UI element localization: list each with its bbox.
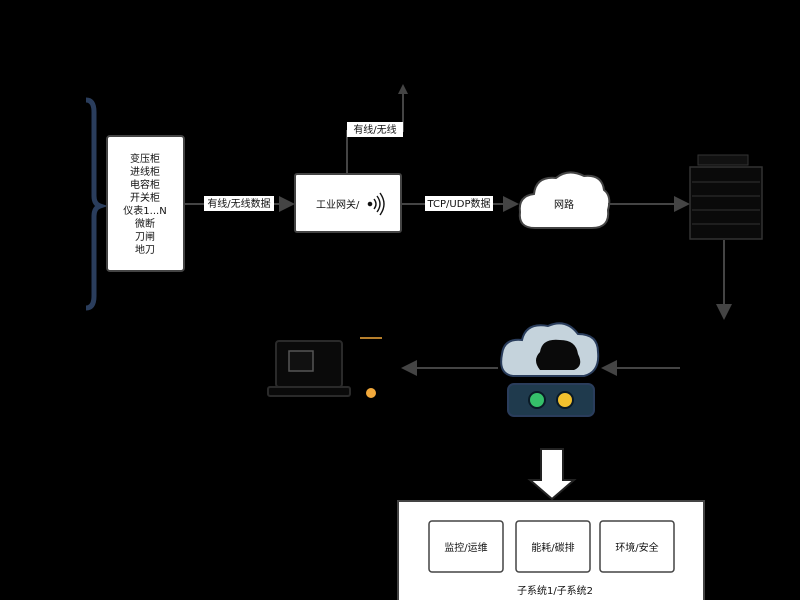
- card-label-energy: 能耗/碳排: [531, 541, 574, 554]
- equipment-line-8: 地刀: [135, 243, 155, 256]
- edge-label-bg: [204, 196, 274, 211]
- network-cloud: 网路: [518, 171, 611, 229]
- laptop-icon: [267, 340, 351, 397]
- subsystem-card-energy: [515, 520, 591, 573]
- edge-label-bg-top: [347, 122, 403, 137]
- subsystem-panel: 监控/运维 能耗/碳排 环境/安全 子系统1/子系统2: [397, 500, 705, 600]
- equipment-line-3: 电容柜: [130, 178, 160, 191]
- equipment-line-6: 微断: [135, 217, 155, 230]
- equipment-line-7: 刀闸: [135, 230, 155, 243]
- wifi-signal-icon: [367, 192, 385, 216]
- antenna-tip: [398, 84, 408, 94]
- card-label-monitoring: 监控/运维: [444, 541, 487, 554]
- equipment-line-5: 仪表1...N: [123, 204, 166, 217]
- equipment-line-4: 开关柜: [130, 191, 160, 204]
- card-label-environment: 环境/安全: [615, 541, 658, 554]
- edge-label-wired-wireless-data: 有线/无线数据: [207, 197, 270, 210]
- phone-button-dot: [366, 388, 376, 398]
- cloud-platform-icon: [500, 322, 600, 417]
- left-brace: [85, 97, 108, 311]
- equipment-box: 变压柜 进线柜 电容柜 开关柜 仪表1...N 微断 刀闸 地刀: [106, 135, 185, 272]
- subsystem-card-environment: [599, 520, 675, 573]
- equipment-line-1: 变压柜: [130, 152, 160, 165]
- down-arrow-icon: [527, 448, 577, 501]
- edge-label-bg-tcp: [425, 196, 493, 211]
- edge-label-wired-wireless: 有线/无线: [353, 123, 396, 136]
- gateway-label: 工业网关/: [316, 198, 360, 211]
- yellow-led-icon: [556, 391, 574, 409]
- subsystem-card-monitoring: [428, 520, 504, 573]
- edge-label-tcp-udp: TCP/UDP数据: [427, 197, 491, 210]
- equipment-line-2: 进线柜: [130, 165, 160, 178]
- industrial-gateway: 工业网关/: [294, 173, 402, 233]
- subsystem-footer: 子系统1/子系统2: [517, 584, 593, 597]
- green-led-icon: [528, 391, 546, 409]
- server-rack-icon: [689, 154, 763, 240]
- network-label: 网路: [554, 198, 574, 211]
